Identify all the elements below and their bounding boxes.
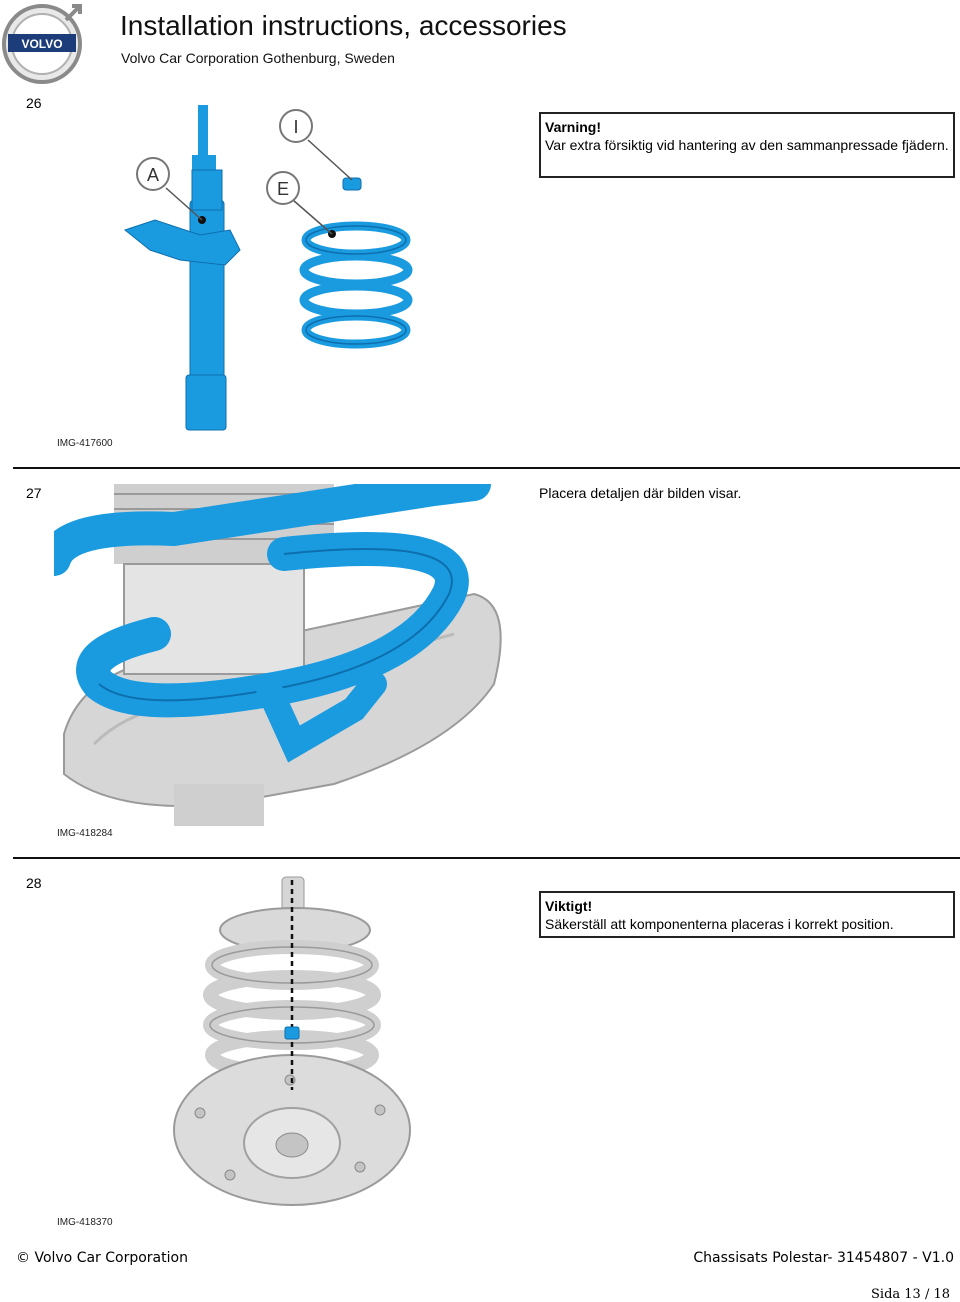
notice-heading: Varning! (545, 119, 602, 135)
image-id: IMG-418370 (57, 1217, 113, 1228)
page-subtitle: Volvo Car Corporation Gothenburg, Sweden (121, 50, 395, 66)
svg-text:E: E (277, 179, 289, 199)
step-number: 28 (26, 875, 42, 891)
notice-text: Säkerställ att komponenterna placeras i … (545, 916, 894, 932)
page-title: Installation instructions, accessories (120, 10, 567, 41)
footer-copyright: © Volvo Car Corporation (16, 1250, 188, 1266)
step-divider (13, 857, 960, 859)
assembled-strut-illustration (170, 875, 420, 1215)
volvo-logo: VOLVO (0, 0, 86, 86)
page-number: Sida 13 / 18 (871, 1287, 950, 1302)
warning-notice: Varning! Var extra försiktig vid hanteri… (539, 112, 955, 178)
svg-text:VOLVO: VOLVO (21, 37, 62, 51)
svg-text:A: A (147, 165, 159, 185)
step-number: 27 (26, 485, 42, 501)
important-notice: Viktigt! Säkerställ att komponenterna pl… (539, 891, 955, 938)
footer-doc-ref: Chassisats Polestar- 31454807 - V1.0 (693, 1250, 954, 1266)
notice-text: Var extra försiktig vid hantering av den… (545, 137, 949, 153)
svg-text:I: I (293, 117, 298, 137)
step-number: 26 (26, 95, 42, 111)
spring-seat-illustration (54, 484, 514, 826)
step-divider (13, 467, 960, 469)
step-text: Placera detaljen där bilden visar. (539, 485, 742, 501)
image-id: IMG-417600 (57, 438, 113, 449)
strut-spring-illustration: A I E (110, 100, 430, 435)
image-id: IMG-418284 (57, 828, 113, 839)
notice-heading: Viktigt! (545, 898, 593, 914)
